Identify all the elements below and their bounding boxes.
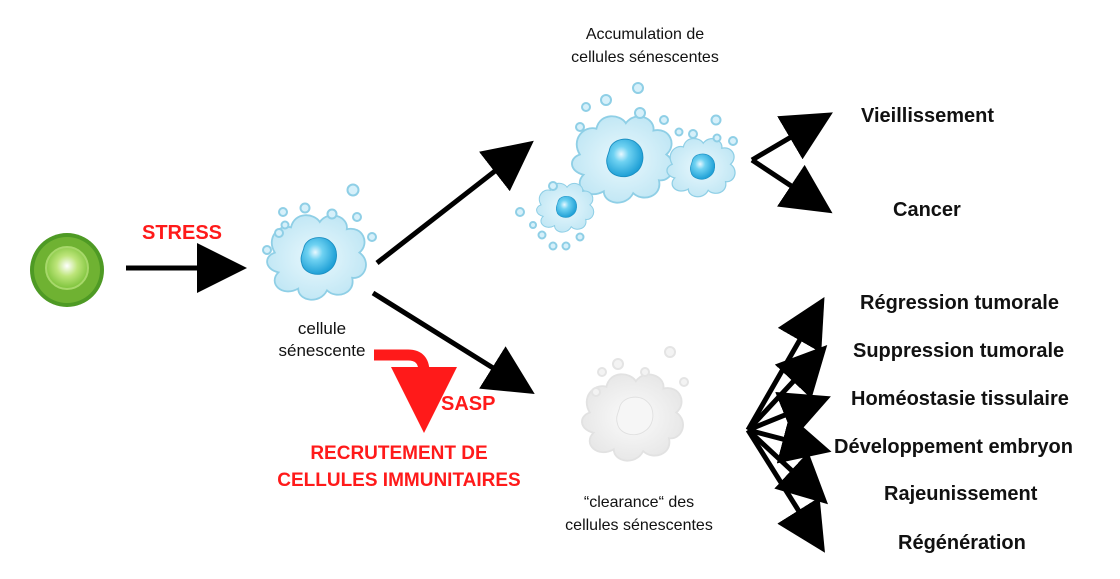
outcome-homeostasie-tissulaire: Homéostasie tissulaire [851,388,1069,410]
accumulation-label-line-1: Accumulation de [585,26,705,43]
stress-label: STRESS [142,222,223,244]
senescent-cell-label-line-1: cellule [297,319,347,338]
outcome-rajeunissement: Rajeunissement [884,483,1038,505]
healthy-cell-icon [30,233,104,307]
immune-recruitment-label: RECRUTEMENT DE CELLULES IMMUNITAIRES [254,440,544,494]
accumulation-label-line-2: cellules sénescentes [571,49,719,66]
accumulation-outcome-arrows [750,112,833,214]
outcome-developpement-embryon: Développement embryon [834,436,1073,458]
cleared-cell-icon [581,346,689,462]
outcome-cancer: Cancer [893,199,961,221]
clearance-label-line-1: “clearance“ des [583,494,695,511]
clearance-label-line-2: cellules sénescentes [565,517,713,534]
outcome-suppression-tumorale: Suppression tumorale [853,340,1065,362]
clearance-label: “clearance“ des cellules sénescentes [534,491,744,537]
outcome-regeneration: Régénération [898,532,1026,554]
senescent-cell-label-line-2: sénescente [278,341,366,360]
accumulation-label: Accumulation de cellules sénescentes [540,23,750,69]
senescent-cell-label: cellule sénescente [262,318,382,362]
accumulated-cells-icon [515,82,738,251]
immune-recruitment-line-1: RECRUTEMENT DE [310,443,488,464]
sasp-label: SASP [441,393,496,415]
outcome-regression-tumorale: Régression tumorale [860,292,1059,314]
clearance-outcome-arrows [745,296,832,553]
sasp-arrow [374,349,457,433]
immune-recruitment-line-2: CELLULES IMMUNITAIRES [277,470,521,491]
outcome-vieillissement: Vieillissement [861,105,995,127]
accumulation-arrow [375,140,534,265]
senescent-cell-icon [262,183,377,301]
clearance-arrow [371,290,535,394]
